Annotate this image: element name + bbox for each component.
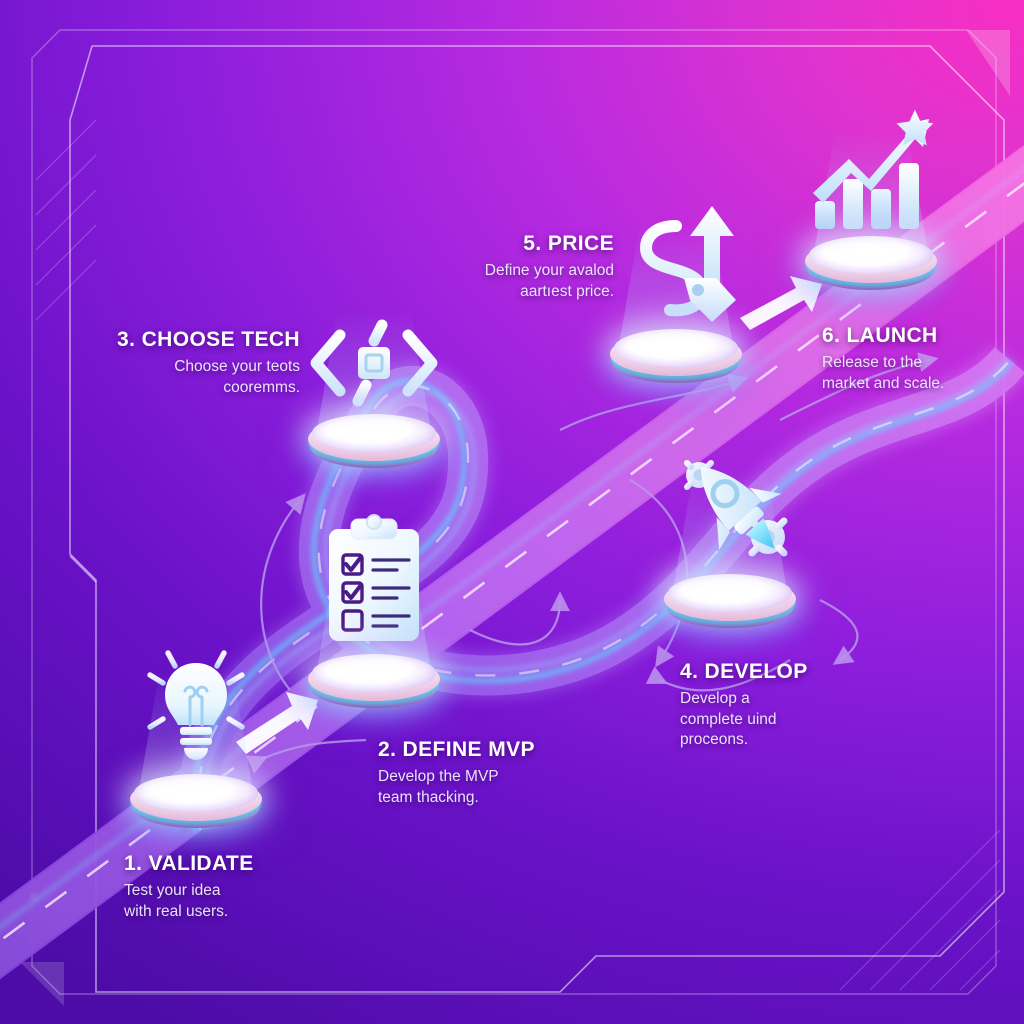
subtitle-line-2: market and scale. (822, 374, 945, 392)
pedestal (129, 774, 263, 828)
code-brackets-chip-icon (304, 313, 444, 418)
subtitle-line-3: proceons. (680, 731, 749, 748)
subtitle-line-1: Release to the (822, 354, 922, 372)
clipboard-checklist-icon (321, 513, 427, 650)
step-subtitle: Develop the MVP team thacking. (378, 767, 658, 808)
growth-chart-star-icon (805, 107, 937, 238)
step-subtitle: Choose your teots cooremms. (54, 357, 300, 398)
subtitle-line-1: Define your avalod (484, 262, 614, 280)
flow-arrows (245, 352, 939, 774)
rocket-gears-icon (655, 445, 805, 576)
subtitle-line-2: team thacking. (378, 788, 479, 806)
pedestal (663, 574, 797, 628)
subtitle-line-1: Test your idea (124, 882, 221, 900)
subtitle-line-1: Develop the MVP (378, 768, 499, 786)
step-subtitle: Develop a complete uind proceons. (680, 689, 930, 750)
pedestal (609, 329, 743, 383)
step-title: 2. DEFINE MVP (378, 738, 535, 761)
step-label-price: 5. PRICE Define your avalod aartıest pri… (410, 232, 614, 302)
white-arrow-marker-1 (236, 692, 318, 754)
lightbulb-icon (132, 639, 260, 766)
step-subtitle: Define your avalod aartıest price. (410, 261, 614, 302)
step-subtitle: Release to the market and scale. (822, 353, 1024, 394)
pedestal (307, 414, 441, 468)
subtitle-line-2: cooremms. (223, 378, 300, 396)
pedestal (307, 654, 441, 708)
step-title: 5. PRICE (523, 232, 614, 255)
subtitle-line-1: Develop a (680, 690, 750, 708)
step-label-launch: 6. LAUNCH Release to the market and scal… (822, 324, 1024, 394)
subtitle-line-1: Choose your teots (174, 358, 300, 376)
pedestal (804, 236, 938, 290)
step-title: 6. LAUNCH (822, 324, 938, 347)
step-label-validate: 1. VALIDATE Test your idea with real use… (124, 852, 394, 922)
step-label-develop: 4. DEVELOP Develop a complete uind proce… (680, 660, 930, 750)
white-arrow-marker-2 (740, 276, 822, 330)
step-title: 1. VALIDATE (124, 852, 254, 875)
step-label-define-mvp: 2. DEFINE MVP Develop the MVP team thack… (378, 738, 658, 808)
subtitle-line-2: with real users. (124, 902, 229, 920)
subtitle-line-2: aartıest price. (520, 282, 614, 300)
step-subtitle: Test your idea with real users. (124, 881, 394, 922)
dollar-tag-arrow-icon (612, 196, 740, 333)
step-label-choose-tech: 3. CHOOSE TECH Choose your teots cooremm… (54, 328, 300, 398)
step-title: 3. CHOOSE TECH (117, 328, 300, 351)
step-title: 4. DEVELOP (680, 660, 808, 683)
subtitle-line-2: complete uind (680, 710, 777, 728)
